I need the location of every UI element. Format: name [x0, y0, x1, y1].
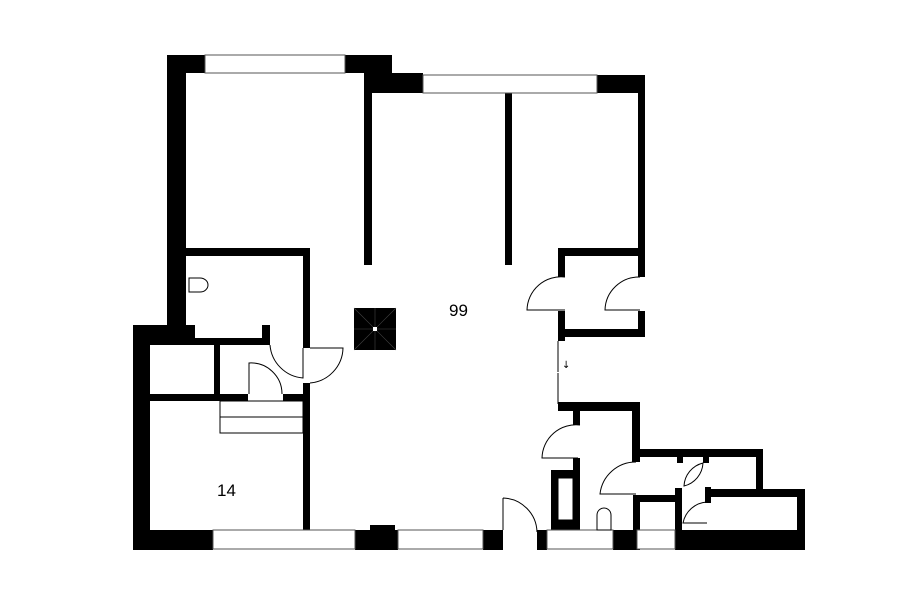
- bathtub-icon: [557, 477, 574, 521]
- room-label-main: 99: [449, 301, 468, 320]
- staircase: [353, 307, 397, 351]
- windows: [204, 54, 676, 550]
- toilet-icon: [188, 277, 209, 293]
- doors: [248, 276, 708, 533]
- room-label-small: 14: [217, 481, 236, 500]
- walls: [133, 55, 805, 550]
- fixtures: [188, 277, 612, 531]
- toilet-icon: [596, 507, 612, 531]
- arrow-down-icon: ↓: [562, 360, 570, 371]
